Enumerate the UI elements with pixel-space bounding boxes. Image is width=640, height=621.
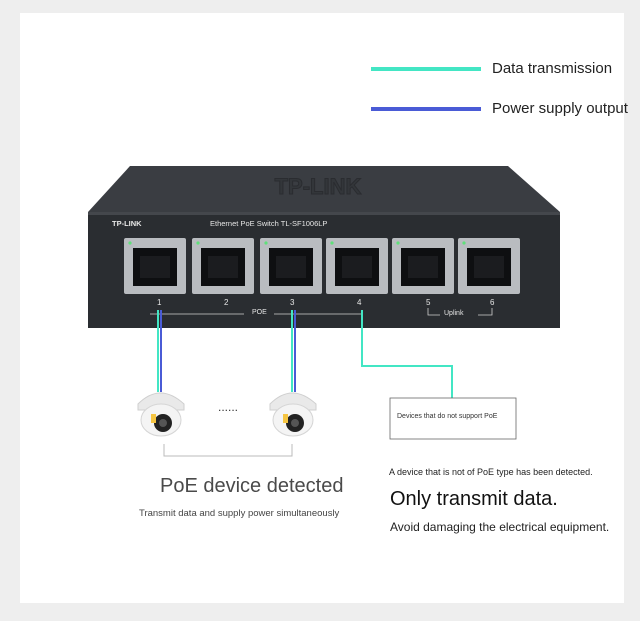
port-6 <box>458 238 520 294</box>
non-poe-device-label: Devices that do not support PoE <box>397 413 498 420</box>
port-1 <box>124 238 186 294</box>
non-poe-detected-note: A device that is not of PoE type has bee… <box>389 467 593 477</box>
camera-group-bracket <box>163 444 293 457</box>
camera-2 <box>269 392 317 437</box>
uplink-bracket-right <box>478 308 493 316</box>
switch-brand-label: TP-LINK <box>112 219 142 228</box>
port-3 <box>260 238 322 294</box>
legend-power-line <box>371 107 481 111</box>
poe-detected-subtitle: Transmit data and supply power simultane… <box>139 508 340 519</box>
port-5 <box>392 238 454 294</box>
port-number-3: 3 <box>290 298 295 307</box>
camera-1 <box>137 392 185 437</box>
poe-label: POE <box>252 309 267 316</box>
switch-top-face <box>88 166 560 212</box>
legend-data-label: Data transmission <box>492 60 613 77</box>
legend-data-line <box>371 67 481 71</box>
port-number-6: 6 <box>490 298 495 307</box>
legend-power-label: Power supply output <box>492 100 628 117</box>
port-number-4: 4 <box>357 298 362 307</box>
port-number-5: 5 <box>426 298 431 307</box>
only-transmit-title: Only transmit data. <box>390 488 558 510</box>
port-number-1: 1 <box>157 298 162 307</box>
switch-front-edge <box>88 212 560 215</box>
port-number-2: 2 <box>224 298 229 307</box>
camera-ellipsis: ...... <box>218 400 239 414</box>
port-2 <box>192 238 254 294</box>
avoid-damage-subtitle: Avoid damaging the electrical equipment. <box>390 520 610 534</box>
uplink-bracket-left <box>427 308 440 316</box>
poe-detected-title: PoE device detected <box>160 475 344 497</box>
switch-top-logo: TP-LINK <box>275 174 362 199</box>
non-poe-device-box <box>389 397 517 440</box>
port4-data-cable <box>361 310 453 398</box>
switch-model-label: Ethernet PoE Switch TL-SF1006LP <box>210 219 328 228</box>
port-4 <box>326 238 388 294</box>
uplink-label: Uplink <box>444 310 464 317</box>
